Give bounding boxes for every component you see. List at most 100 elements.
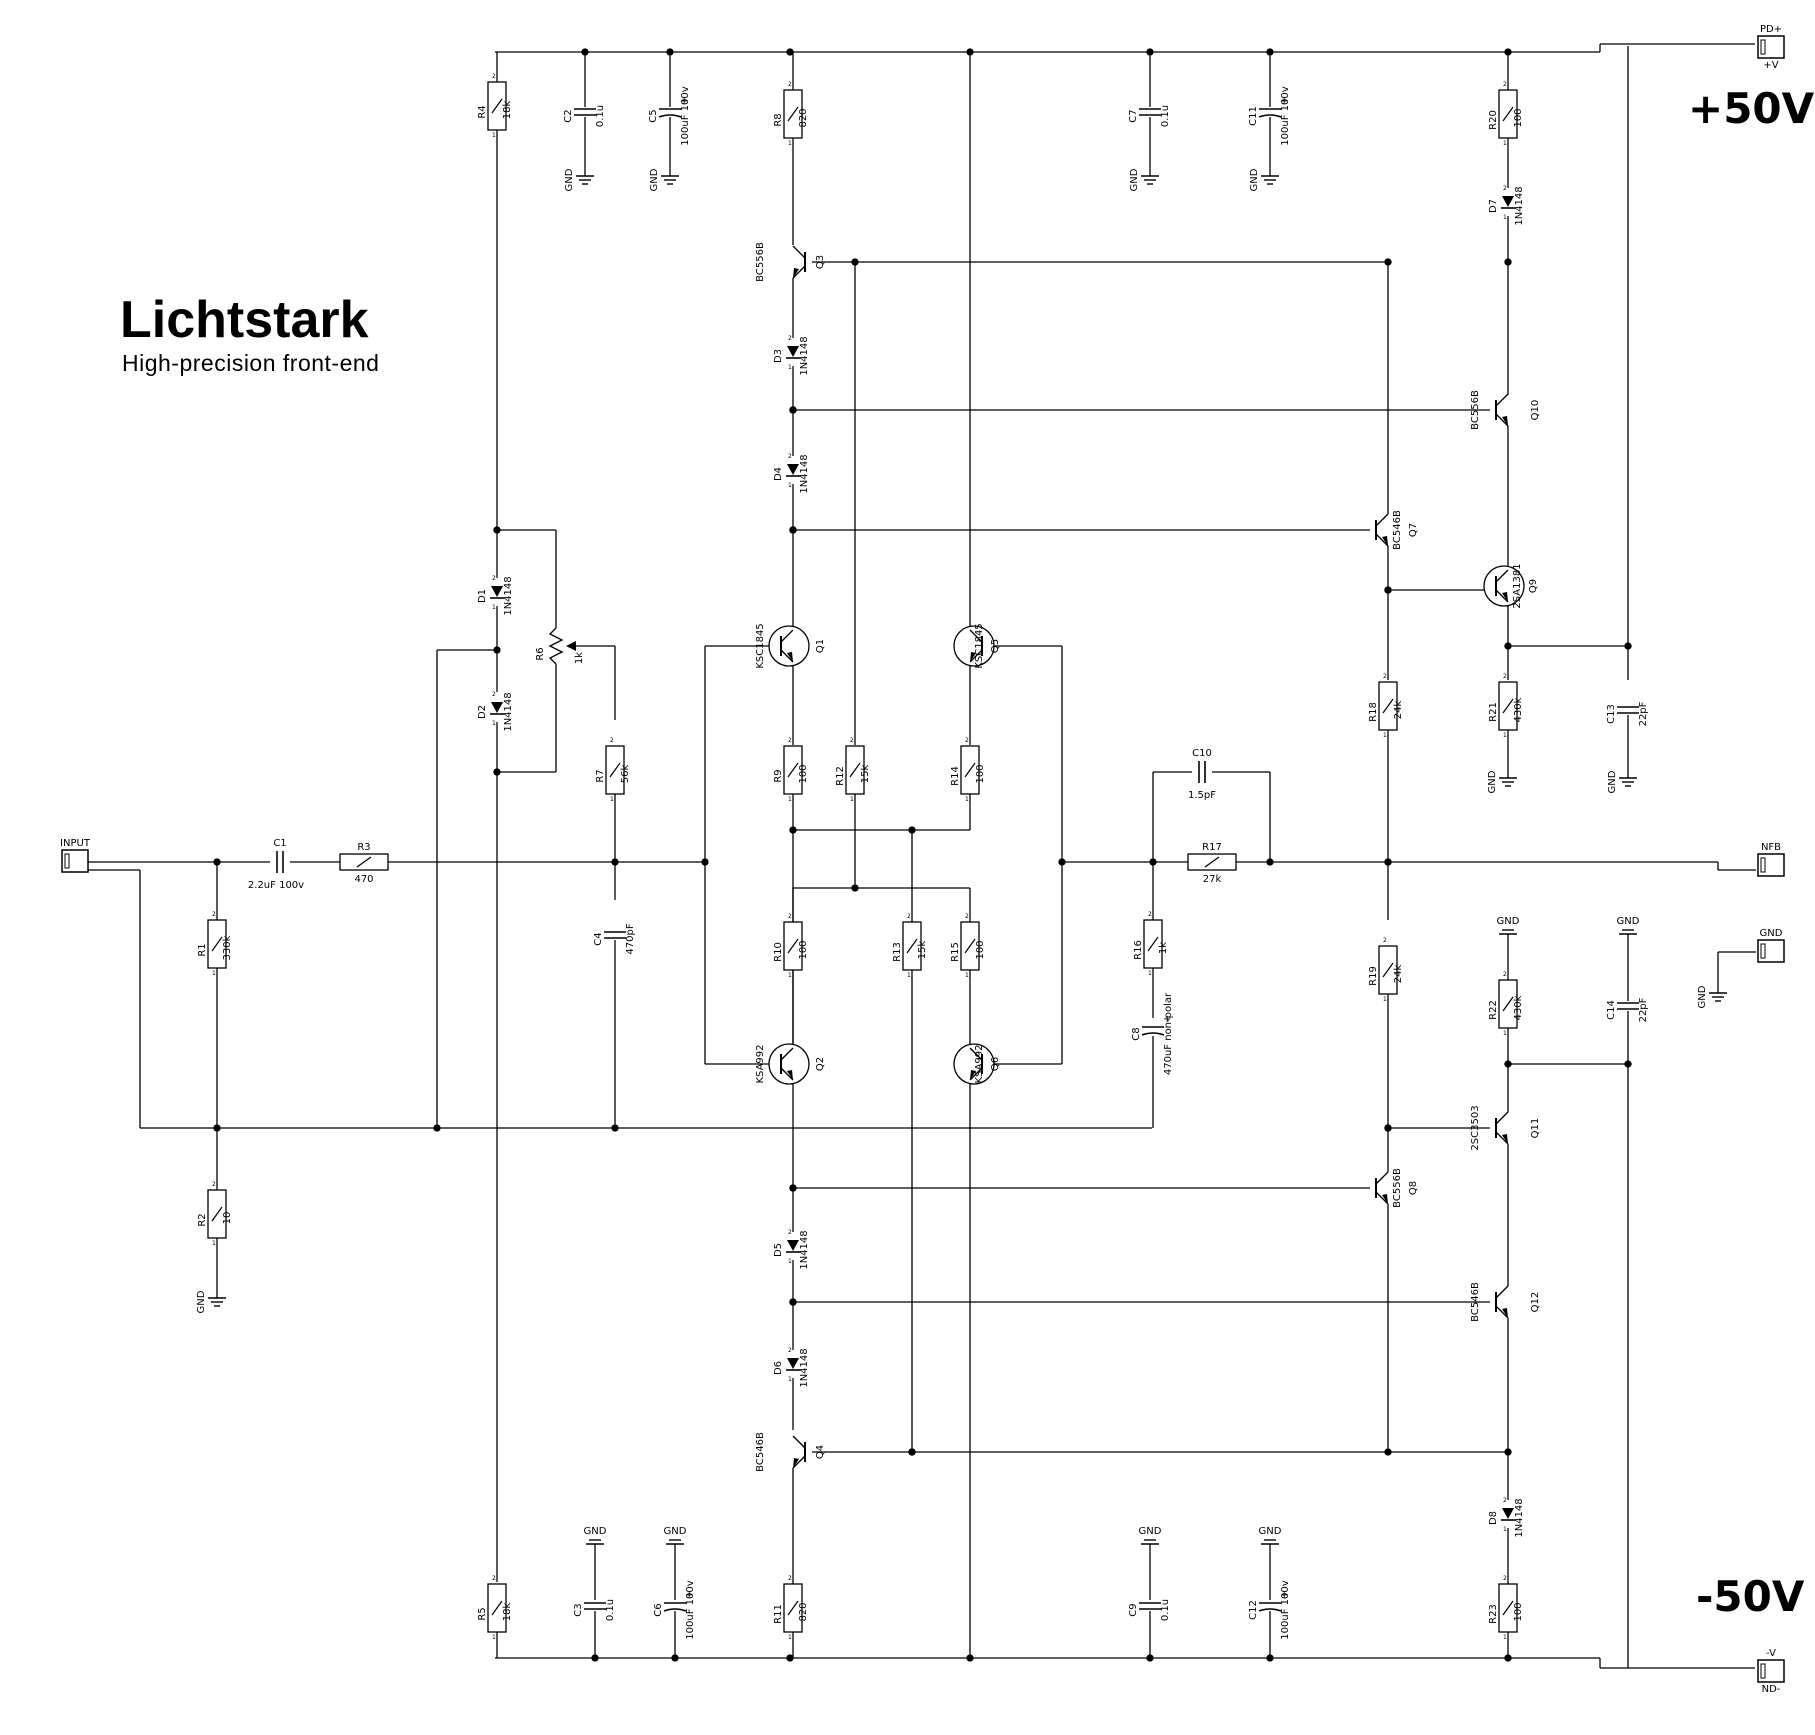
connector-pd-plus-sublabel: +V (1763, 60, 1778, 71)
pin-number: 1 (788, 1376, 792, 1383)
resistor-r10-name: R10 (773, 942, 784, 962)
transistor-q9-name: Q9 (1528, 579, 1539, 593)
resistor-r21-name: R21 (1488, 702, 1499, 722)
diode-d1 (490, 586, 504, 599)
diode-d3 (786, 346, 800, 359)
capacitor-c1-value: 2.2uF 100v (248, 880, 304, 891)
diode-d4-value: 1N4148 (799, 454, 810, 493)
ground-symbol (1499, 929, 1517, 942)
capacitor-c7 (1138, 107, 1162, 117)
transistor-q5-name: Q5 (990, 639, 1001, 653)
diode-d7-name: D7 (1488, 199, 1499, 213)
connector-nd-minus (1757, 1659, 1785, 1683)
pin-number: 1 (965, 972, 969, 979)
junction-dot (1384, 1448, 1392, 1456)
pin-number: 1 (788, 140, 792, 147)
resistor-r10 (783, 921, 803, 971)
pin-number: 1 (788, 364, 792, 371)
connector-gnd (1757, 939, 1785, 963)
capacitor-c4-name: C4 (593, 932, 604, 945)
capacitor-c2-name: C2 (563, 109, 574, 122)
pin-number: 1 (788, 1634, 792, 1641)
transistor-q3-name: Q3 (815, 255, 826, 269)
pin-number: 1 (1503, 214, 1507, 221)
wire-layer (88, 43, 1756, 1669)
transistor-q3-part: BC556B (755, 242, 766, 282)
resistor-r11-value: 820 (798, 1602, 809, 1621)
resistor-r19-value: 24k (1393, 965, 1404, 984)
junction-dot (1058, 858, 1066, 866)
junction-dot (1384, 1124, 1392, 1132)
ground-symbol (661, 168, 679, 185)
transistor-q6 (953, 1043, 995, 1085)
transistor-q7-part: BC546B (1392, 510, 1403, 550)
gnd-label: GND (1259, 1526, 1282, 1537)
resistor-r3 (339, 853, 389, 871)
transistor-q6-name: Q6 (990, 1057, 1001, 1071)
transistor-q11-name: Q11 (1530, 1118, 1541, 1139)
pin-number: 2 (965, 737, 969, 744)
resistor-r3-value: 470 (354, 874, 373, 885)
pin-number: 2 (492, 1575, 496, 1582)
capacitor-c3-value: 0.1u (605, 1599, 616, 1621)
diode-d3-name: D3 (773, 349, 784, 363)
ground-symbol (1141, 168, 1159, 185)
transistor-q10-part: BC556B (1470, 390, 1481, 430)
capacitor-c14 (1616, 1001, 1640, 1011)
capacitor-c8 (1141, 1025, 1165, 1036)
pin-number: 2 (492, 73, 496, 80)
pin-number: 1 (492, 132, 496, 139)
transistor-q10 (1495, 393, 1509, 427)
resistor-r12 (845, 745, 865, 795)
capacitor-c1-name: C1 (273, 838, 286, 849)
capacitor-c2-value: 0.1u (595, 105, 606, 127)
diode-d2-value: 1N4148 (503, 692, 514, 731)
pin-number: 2 (1383, 673, 1387, 680)
capacitor-c10-value: 1.5pF (1188, 790, 1216, 801)
resistor-r9-name: R9 (773, 769, 784, 782)
resistor-r17-name: R17 (1202, 842, 1222, 853)
pin-number: 2 (788, 1575, 792, 1582)
capacitor-c7-name: C7 (1128, 109, 1139, 122)
resistor-r17-value: 27k (1203, 874, 1222, 885)
resistor-r10-value: 100 (798, 940, 809, 959)
resistor-r20 (1498, 89, 1518, 139)
resistor-r2-name: R2 (197, 1213, 208, 1226)
pin-number: 2 (212, 911, 216, 918)
pin-number: 1 (965, 796, 969, 803)
transistor-q7 (1375, 513, 1389, 547)
junction-dot (786, 1654, 794, 1662)
transistor-q10-name: Q10 (1530, 400, 1541, 421)
gnd-label: GND (1249, 168, 1260, 191)
resistor-r14-name: R14 (950, 766, 961, 786)
transistor-q3 (792, 245, 806, 279)
pin-number: 2 (788, 1229, 792, 1236)
schematic-subtitle: High-precision front-end (122, 350, 380, 376)
polarity-mark: + (1280, 1590, 1288, 1601)
diode-d3-value: 1N4148 (799, 336, 810, 375)
diode-d2-name: D2 (477, 705, 488, 719)
pin-number: 1 (492, 1634, 496, 1641)
pin-number: 2 (1503, 81, 1507, 88)
resistor-r18-value: 24k (1393, 701, 1404, 720)
ground-symbol (208, 1290, 226, 1307)
gnd-label: GND (564, 168, 575, 191)
transistor-q9 (1483, 565, 1525, 607)
resistor-r5 (487, 1583, 507, 1633)
resistor-r5-value: 18k (502, 1603, 513, 1622)
pin-number: 2 (1503, 1497, 1507, 1504)
pin-number: 2 (788, 453, 792, 460)
capacitor-c6-value: 100uF 100v (685, 1580, 696, 1639)
capacitor-c12 (1258, 1601, 1282, 1612)
junction-dot (908, 1448, 916, 1456)
ground-symbol (576, 168, 594, 185)
diode-d6-value: 1N4148 (799, 1348, 810, 1387)
resistor-r7 (605, 745, 625, 795)
ground-symbol (1261, 168, 1279, 185)
pin-number: 2 (1503, 673, 1507, 680)
gnd-label: GND (1129, 168, 1140, 191)
gnd-label: GND (664, 1526, 687, 1537)
pin-number: 1 (788, 796, 792, 803)
diode-d1-value: 1N4148 (503, 576, 514, 615)
